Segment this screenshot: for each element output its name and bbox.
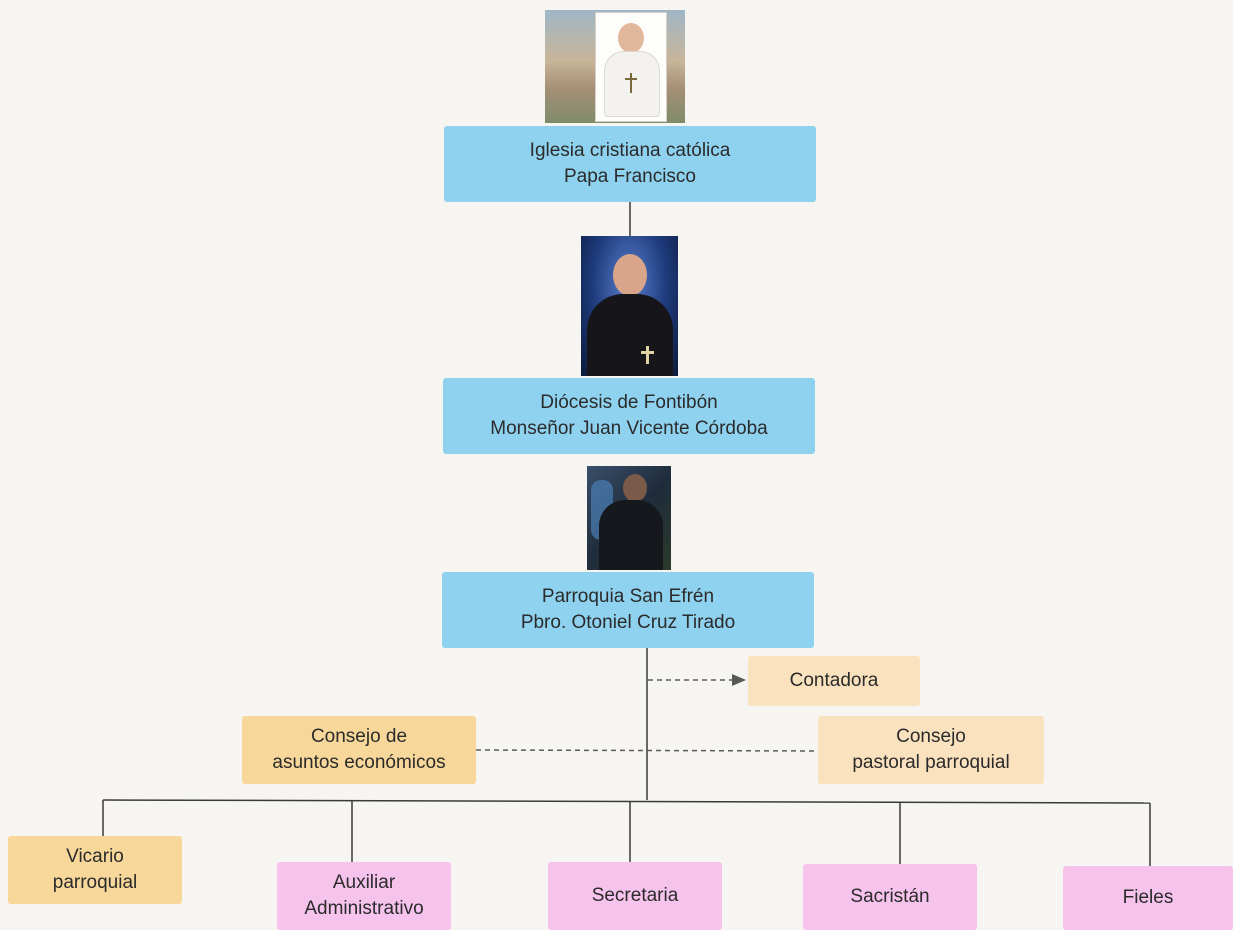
node-contadora: Contadora xyxy=(748,656,920,706)
node-auxiliar-line1: Auxiliar xyxy=(332,872,396,894)
pope-photo-icon xyxy=(545,10,685,123)
node-sacristan: Sacristán xyxy=(803,864,977,930)
node-fieles: Fieles xyxy=(1063,866,1233,930)
node-contadora-label: Contadora xyxy=(789,670,879,692)
node-diocesis-line1: Diócesis de Fontibón xyxy=(540,392,718,414)
node-parroquia-line2: Pbro. Otoniel Cruz Tirado xyxy=(520,612,736,633)
node-vicario-line1: Vicario xyxy=(66,846,124,868)
node-parroquia-line1: Parroquia San Efrén xyxy=(541,586,715,608)
node-diocesis: Diócesis de Fontibón Monseñor Juan Vicen… xyxy=(443,378,815,454)
node-auxiliar: Auxiliar Administrativo xyxy=(277,862,451,930)
node-secretaria-label: Secretaria xyxy=(591,885,679,907)
node-vicario: Vicario parroquial xyxy=(8,836,182,904)
node-sacristan-label: Sacristán xyxy=(850,886,930,908)
node-iglesia-line1: Iglesia cristiana católica xyxy=(529,140,731,162)
bishop-photo-icon xyxy=(581,236,678,376)
node-secretaria: Secretaria xyxy=(548,862,722,930)
node-fieles-label: Fieles xyxy=(1122,887,1174,909)
node-iglesia-line2: Papa Francisco xyxy=(563,166,696,187)
node-vicario-line2: parroquial xyxy=(52,872,138,893)
node-consejo-economico-line2: asuntos económicos xyxy=(272,752,446,773)
line-dashed-consejos xyxy=(475,749,819,752)
node-parroquia: Parroquia San Efrén Pbro. Otoniel Cruz T… xyxy=(442,572,814,648)
node-consejo-economico-line1: Consejo de xyxy=(310,726,408,748)
node-consejo-economico: Consejo de asuntos económicos xyxy=(242,716,476,784)
node-auxiliar-line2: Administrativo xyxy=(304,898,424,919)
priest-photo-icon xyxy=(587,466,671,570)
line-horizontal-bus xyxy=(102,799,1151,804)
arrow-right-icon xyxy=(732,674,746,686)
node-consejo-pastoral-line2: pastoral parroquial xyxy=(852,752,1010,773)
node-consejo-pastoral-line1: Consejo xyxy=(896,726,966,748)
node-consejo-pastoral: Consejo pastoral parroquial xyxy=(818,716,1044,784)
node-iglesia: Iglesia cristiana católica Papa Francisc… xyxy=(444,126,816,202)
node-diocesis-line2: Monseñor Juan Vicente Córdoba xyxy=(490,418,768,439)
